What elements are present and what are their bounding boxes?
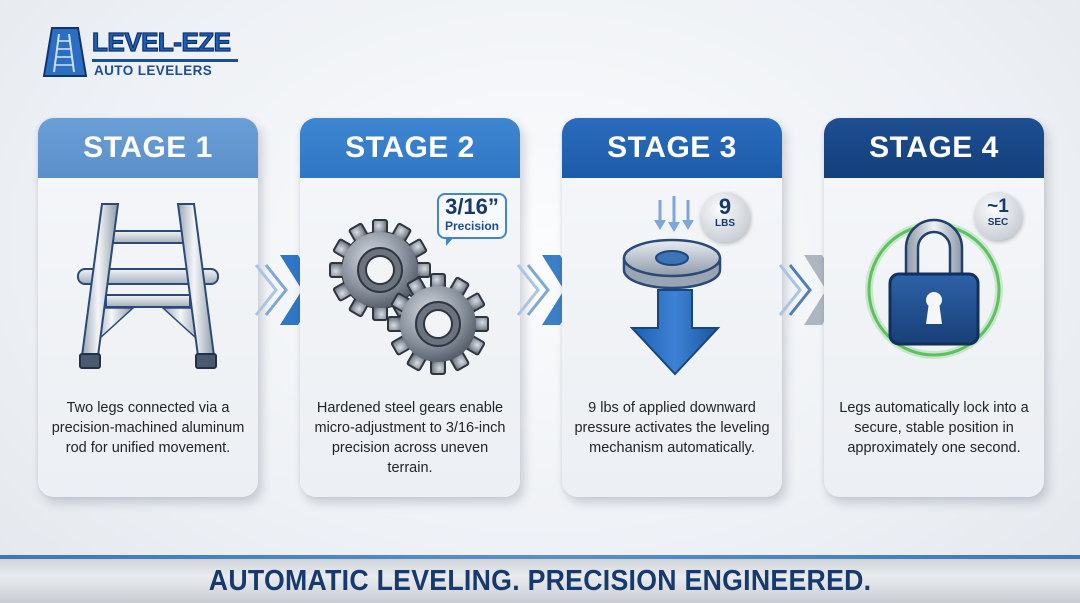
weight-badge-value: 9 <box>718 194 732 219</box>
stage-header: STAGE 2 <box>300 118 520 178</box>
brand-logo: LEVEL-EZE AUTO LEVELERS <box>40 26 240 82</box>
stage-description: Legs automatically lock into a secure, s… <box>839 400 1029 456</box>
brand-divider <box>92 59 238 62</box>
stage-card-4: STAGE 4 ~1 SEC Legs automatically lock i… <box>824 118 1044 497</box>
precision-badge-caption: Precision <box>444 219 500 233</box>
brand-title: LEVEL-EZE <box>91 27 231 57</box>
stage-header: STAGE 4 <box>824 118 1044 178</box>
stage-description: Hardened steel gears enable micro-adjust… <box>314 400 506 476</box>
pressure-plate-arrow-icon <box>622 196 722 376</box>
ladder-legs-icon <box>77 203 219 369</box>
precision-badge: 3/16” Precision <box>437 193 507 239</box>
ladder-logo-icon <box>42 27 88 77</box>
weight-badge-caption: LBS <box>715 218 735 229</box>
footer-tagline: AUTOMATIC LEVELING. PRECISION ENGINEERED… <box>208 564 872 597</box>
stage-card-3: STAGE 3 9 LBS 9 lbs of applied downward … <box>562 118 782 497</box>
stage-card-1: STAGE 1 Two legs connected via a precisi… <box>38 118 258 497</box>
stage-header: STAGE 1 <box>38 118 258 178</box>
brand-subtitle: AUTO LEVELERS <box>94 63 213 78</box>
precision-badge-value: 3/16” <box>445 194 499 219</box>
footer-banner: AUTOMATIC LEVELING. PRECISION ENGINEERED… <box>0 559 1080 603</box>
stage-card-2: STAGE 2 <box>300 118 520 497</box>
banner-accent-line <box>0 555 1080 559</box>
time-badge-value: ~1 <box>987 196 1009 217</box>
time-badge: ~1 SEC <box>974 192 1022 240</box>
gears-icon <box>329 219 489 375</box>
badge-tail <box>446 237 454 246</box>
stage-description: Two legs connected via a precision-machi… <box>51 400 245 456</box>
stage-header: STAGE 3 <box>562 118 782 178</box>
padlock-icon <box>865 218 1003 359</box>
weight-badge: 9 LBS <box>700 192 750 242</box>
time-badge-caption: SEC <box>987 217 1009 228</box>
stage-description: 9 lbs of applied downward pressure activ… <box>574 400 770 456</box>
